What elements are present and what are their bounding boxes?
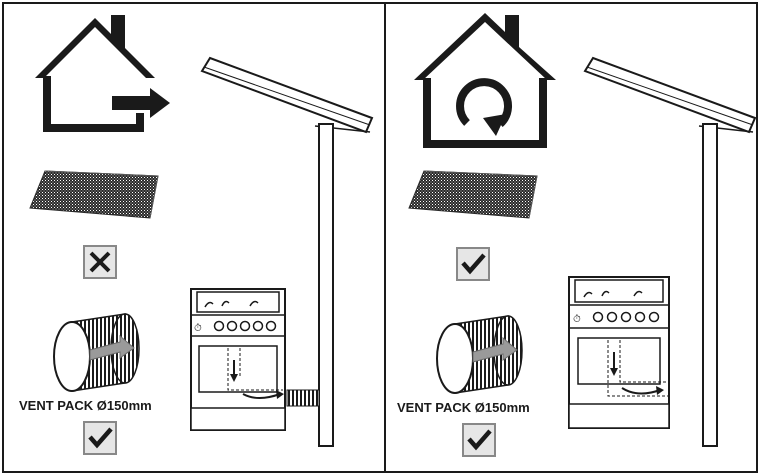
filter-mesh-icon xyxy=(29,170,159,219)
svg-text:⏱: ⏱ xyxy=(573,314,581,325)
svg-text:⏱: ⏱ xyxy=(194,323,202,334)
range-hood-canopy xyxy=(200,56,374,447)
filter-mesh-icon xyxy=(408,170,538,219)
vent-check-checkbox xyxy=(83,421,117,455)
filter-cross-checkbox xyxy=(83,245,117,279)
house-exhaust-out-icon xyxy=(35,15,170,132)
vent-check-checkbox xyxy=(462,423,496,457)
panel-right: ⏱ xyxy=(408,13,757,457)
exhaust-duct-icon xyxy=(286,389,320,407)
filter-check-checkbox xyxy=(456,247,490,281)
vent-pack-duct-icon xyxy=(53,313,140,392)
vent-pack-duct-icon xyxy=(436,315,523,394)
house-recirculation-icon xyxy=(414,13,556,148)
range-hood-canopy xyxy=(583,56,757,447)
panel-left: ⏱ xyxy=(29,15,374,455)
vent-pack-label-right: VENT PACK Ø150mm xyxy=(397,400,530,415)
stove-icon: ⏱ xyxy=(568,276,670,429)
vent-pack-label-left: VENT PACK Ø150mm xyxy=(19,398,152,413)
stove-icon: ⏱ xyxy=(190,288,286,431)
